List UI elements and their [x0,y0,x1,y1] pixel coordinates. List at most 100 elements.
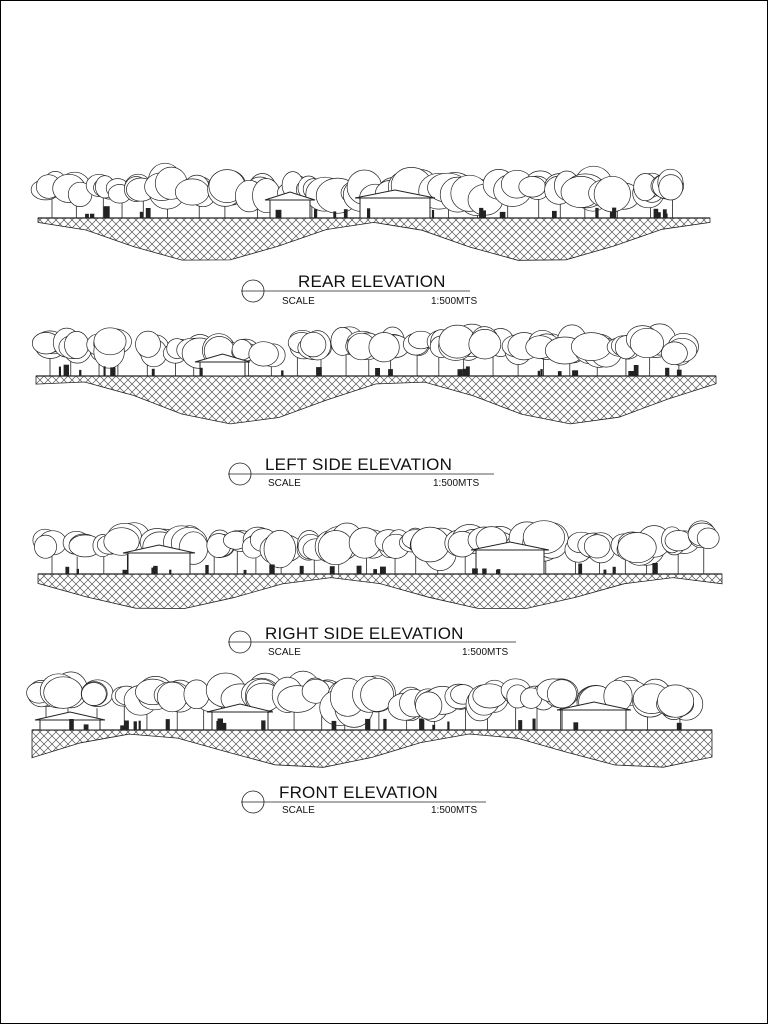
tree-canopy [696,527,720,549]
ground-detail [133,721,137,730]
building-roof [206,703,274,713]
ground-detail [603,569,607,574]
ground-detail [462,368,469,376]
ground-detail [76,568,79,574]
building [470,541,550,575]
tree [32,528,67,574]
tree [144,162,188,218]
ground-detail [261,720,266,730]
ground-detail [110,367,116,376]
building-roof [122,544,196,554]
tree [368,326,410,376]
ground-detail [447,721,450,730]
tree-canopy [617,532,657,564]
title-symbol-right-side [228,630,516,654]
building-roof [354,189,436,199]
ground-detail [481,210,486,218]
scale-value: 1:500MTS [462,647,509,658]
ground-detail [380,566,386,574]
scale-value: 1:500MTS [431,805,478,816]
title-symbol-front [241,790,486,814]
ground-detail [537,370,540,376]
tree-canopy [629,327,664,359]
building [194,353,251,377]
tree-canopy [248,341,279,367]
ground-detail [612,207,617,218]
ground-detail [633,365,639,376]
tree-canopy [593,175,631,213]
tree-canopy [103,527,140,556]
title-symbol-rear [241,279,470,303]
tree-canopy [64,331,90,359]
tree [482,169,534,218]
ground-detail [83,724,89,730]
tree [62,530,102,574]
ground-detail [532,718,536,730]
tree-canopy [368,332,400,363]
ground-detail [331,720,337,730]
ground-detail [329,566,335,574]
ground-detail [497,569,501,574]
elevation-left-side [31,323,717,425]
scale-label: SCALE [282,296,315,307]
ground-section [31,729,713,768]
tree-canopy [410,526,450,563]
scale-label: SCALE [268,647,301,658]
building-wall [475,549,545,575]
tree [536,678,579,730]
ground-detail [169,569,172,574]
elevation-title: RIGHT SIDE ELEVATION [265,624,464,643]
tree-canopy [183,679,210,710]
tree [103,522,151,574]
ground-detail [122,569,128,574]
ground-detail [419,718,423,730]
elevation-rear [30,162,711,261]
ground-detail [79,369,82,376]
ground-detail [665,367,670,376]
elevation-title: REAR ELEVATION [298,272,446,291]
scale-value: 1:500MTS [433,478,480,489]
ground-detail [552,210,557,218]
building-wall [561,709,627,731]
tree-canopy [518,176,546,198]
elevation-right-side [32,520,723,609]
tree [52,171,93,218]
ground-section [35,375,717,425]
ground-detail [243,569,247,574]
ground-detail [205,565,209,574]
scale-label: SCALE [282,805,315,816]
tree [259,530,303,574]
ground-detail [220,722,227,730]
tree-canopy [661,341,688,366]
scale-label: SCALE [268,478,301,489]
building-wall [127,552,191,575]
ground-detail [472,568,478,574]
ground-detail [69,719,74,730]
ground-detail [388,369,393,376]
scale-value: 1:500MTS [431,296,478,307]
tree-canopy [156,681,188,713]
ground-detail [628,371,635,376]
ground-detail [217,718,223,730]
ground-detail [356,565,362,574]
ground-detail [90,213,95,218]
ground-section [37,217,711,261]
tree-canopy [81,682,107,706]
ground-detail [676,369,682,376]
ground-detail [145,208,151,218]
tree-canopy [43,676,84,709]
ground-detail [103,206,110,218]
ground-detail [499,211,506,218]
tree [248,341,286,376]
tree-canopy [546,679,577,709]
tree-canopy [317,530,354,566]
tree [352,675,396,730]
building-roof [194,353,251,363]
tree [135,330,172,376]
tree-canopy [360,677,394,712]
tree-canopy [300,331,327,358]
ground-detail [432,724,436,730]
ground-detail [365,718,371,730]
ground-detail [518,720,523,730]
